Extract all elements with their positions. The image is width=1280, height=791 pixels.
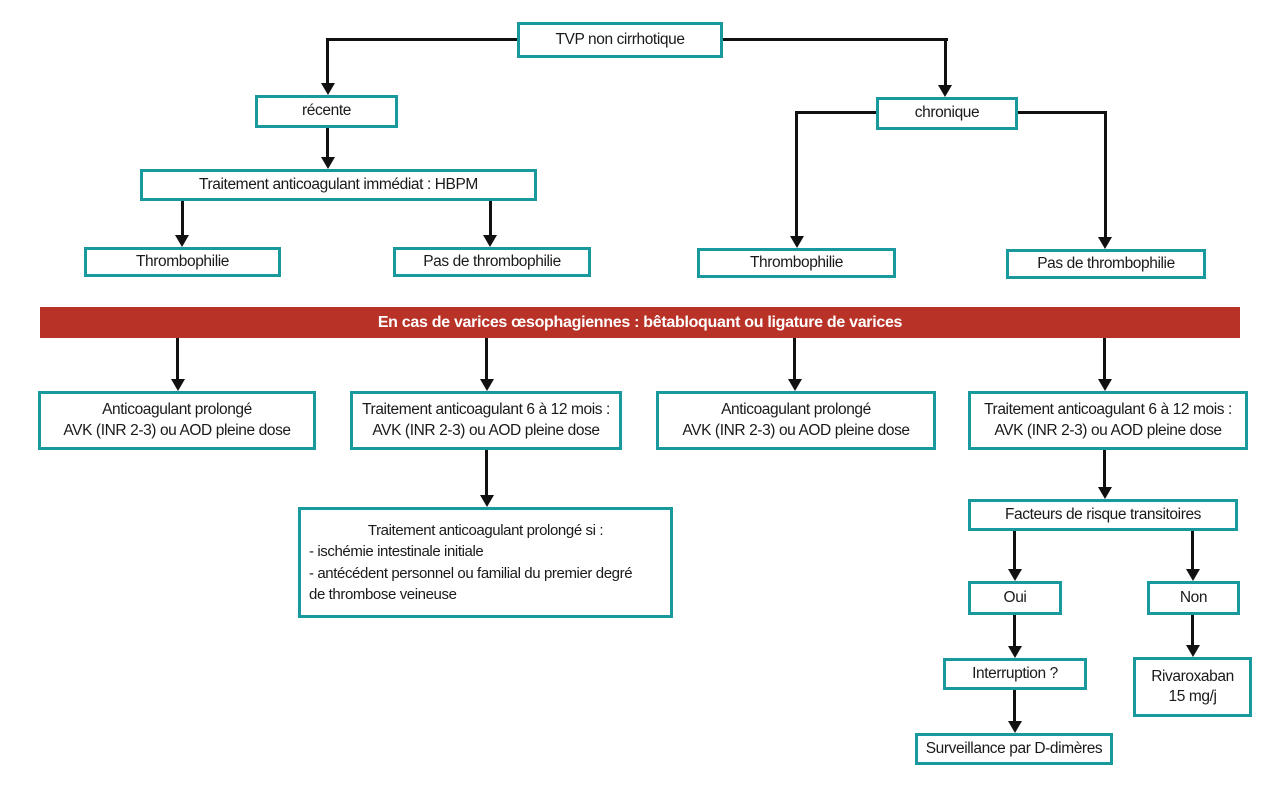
connector-top-left-v xyxy=(326,38,329,84)
arrow-to-surveillance xyxy=(1008,721,1022,733)
node-label: Traitement anticoagulant immédiat : HBPM xyxy=(199,175,478,193)
node-item-2: - antécédent personnel ou familial du pr… xyxy=(309,564,633,582)
connector-oui-interruption xyxy=(1013,615,1016,646)
node-line-2: AVK (INR 2-3) ou AOD pleine dose xyxy=(682,421,910,439)
connector-top-left-h xyxy=(328,38,518,41)
connector-to-prolonge-si xyxy=(485,450,488,495)
connector-banner-1 xyxy=(176,338,179,379)
node-non: Non xyxy=(1147,581,1240,615)
node-line-2: AVK (INR 2-3) ou AOD pleine dose xyxy=(372,421,600,439)
banner-varices: En cas de varices œsophagiennes : bêtabl… xyxy=(40,307,1240,338)
arrow-to-interruption xyxy=(1008,646,1022,658)
arrow-banner-3 xyxy=(788,379,802,391)
arrow-to-pas-thrombophilie-recente xyxy=(483,235,497,247)
node-traitement-prolonge-si: Traitement anticoagulant prolongé si : -… xyxy=(298,507,673,618)
node-anticoagulant-prolonge-chronique: Anticoagulant prolongé AVK (INR 2-3) ou … xyxy=(656,391,936,450)
node-label: Thrombophilie xyxy=(749,253,843,271)
node-tvp-non-cirrhotique: TVP non cirrhotique xyxy=(517,22,723,58)
connector-interruption-surveillance xyxy=(1013,690,1016,721)
connector-non-rivaroxaban xyxy=(1191,615,1194,645)
node-line-2: 15 mg/j xyxy=(1168,688,1217,705)
arrow-to-thrombophilie-recente xyxy=(175,235,189,247)
arrow-to-chronique xyxy=(938,85,952,97)
node-label: Pas de thrombophilie xyxy=(1037,254,1175,272)
arrow-to-hbpm xyxy=(321,157,335,169)
node-line-2: AVK (INR 2-3) ou AOD pleine dose xyxy=(994,421,1222,439)
node-pas-thrombophilie-chronique: Pas de thrombophilie xyxy=(1006,249,1206,279)
connector-chronique-left-v xyxy=(795,111,798,236)
node-hbpm: Traitement anticoagulant immédiat : HBPM xyxy=(140,169,537,201)
node-label: Oui xyxy=(1003,588,1027,606)
connector-top-right-v xyxy=(944,38,947,85)
arrow-to-rivaroxaban xyxy=(1186,645,1200,657)
connector-hbpm-thrombophilie xyxy=(181,201,184,235)
banner-label: En cas de varices œsophagiennes : bêtabl… xyxy=(377,313,903,331)
arrow-banner-1 xyxy=(171,379,185,391)
connector-banner-3 xyxy=(793,338,796,379)
node-label: récente xyxy=(302,102,351,120)
node-surveillance-d-dimeres: Surveillance par D-dimères xyxy=(915,733,1113,765)
node-pas-thrombophilie-recente: Pas de thrombophilie xyxy=(393,247,591,277)
node-thrombophilie-recente: Thrombophilie xyxy=(84,247,281,277)
arrow-to-thrombophilie-chronique xyxy=(790,236,804,248)
node-label: chronique xyxy=(914,104,980,122)
arrow-to-non xyxy=(1186,569,1200,581)
node-item-3: de thrombose veineuse xyxy=(309,585,457,603)
connector-hbpm-pas-thrombophilie xyxy=(489,201,492,235)
connector-facteurs-non xyxy=(1191,531,1194,569)
node-label: Interruption ? xyxy=(972,664,1058,682)
connector-banner-2 xyxy=(485,338,488,379)
node-label: Thrombophilie xyxy=(135,252,229,270)
node-oui: Oui xyxy=(968,581,1062,615)
node-rivaroxaban: Rivaroxaban 15 mg/j xyxy=(1133,657,1252,717)
connector-top-right-h xyxy=(722,38,948,41)
node-item-1: - ischémie intestinale initiale xyxy=(309,543,484,561)
node-label: Non xyxy=(1179,588,1208,606)
connector-banner-4 xyxy=(1103,338,1106,379)
node-recente: récente xyxy=(255,95,398,128)
connector-chronique-left-h xyxy=(796,111,876,114)
arrow-to-facteurs xyxy=(1098,487,1112,499)
node-label: Pas de thrombophilie xyxy=(423,252,561,270)
arrow-to-pas-thrombophilie-chronique xyxy=(1098,237,1112,249)
connector-to-facteurs xyxy=(1103,450,1106,487)
node-facteurs-risque-transitoires: Facteurs de risque transitoires xyxy=(968,499,1238,531)
arrow-banner-2 xyxy=(480,379,494,391)
node-line-1: Traitement anticoagulant 6 à 12 mois : xyxy=(984,401,1232,419)
node-interruption: Interruption ? xyxy=(943,658,1087,690)
arrow-to-prolonge-si xyxy=(480,495,494,507)
node-label: Facteurs de risque transitoires xyxy=(1004,505,1202,523)
connector-chronique-right-v xyxy=(1104,111,1107,237)
node-label: Surveillance par D-dimères xyxy=(925,739,1103,757)
node-line-2: AVK (INR 2-3) ou AOD pleine dose xyxy=(63,421,291,439)
node-thrombophilie-chronique: Thrombophilie xyxy=(697,248,896,278)
node-line-1: Anticoagulant prolongé xyxy=(102,401,252,419)
connector-recente-hbpm xyxy=(326,128,329,157)
arrow-banner-4 xyxy=(1098,379,1112,391)
node-title: Traitement anticoagulant prolongé si : xyxy=(367,521,604,539)
arrow-to-oui xyxy=(1008,569,1022,581)
node-line-1: Rivaroxaban xyxy=(1151,667,1234,685)
connector-facteurs-oui xyxy=(1013,531,1016,569)
node-anticoagulant-6-12-recente: Traitement anticoagulant 6 à 12 mois : A… xyxy=(350,391,622,450)
node-line-1: Traitement anticoagulant 6 à 12 mois : xyxy=(362,401,610,419)
node-line-1: Anticoagulant prolongé xyxy=(721,401,871,419)
node-anticoagulant-6-12-chronique: Traitement anticoagulant 6 à 12 mois : A… xyxy=(968,391,1248,450)
node-label: TVP non cirrhotique xyxy=(555,30,685,48)
node-anticoagulant-prolonge-recente: Anticoagulant prolongé AVK (INR 2-3) ou … xyxy=(38,391,316,450)
connector-chronique-right-h xyxy=(1018,111,1106,114)
arrow-to-recente xyxy=(321,83,335,95)
node-chronique: chronique xyxy=(876,97,1018,130)
